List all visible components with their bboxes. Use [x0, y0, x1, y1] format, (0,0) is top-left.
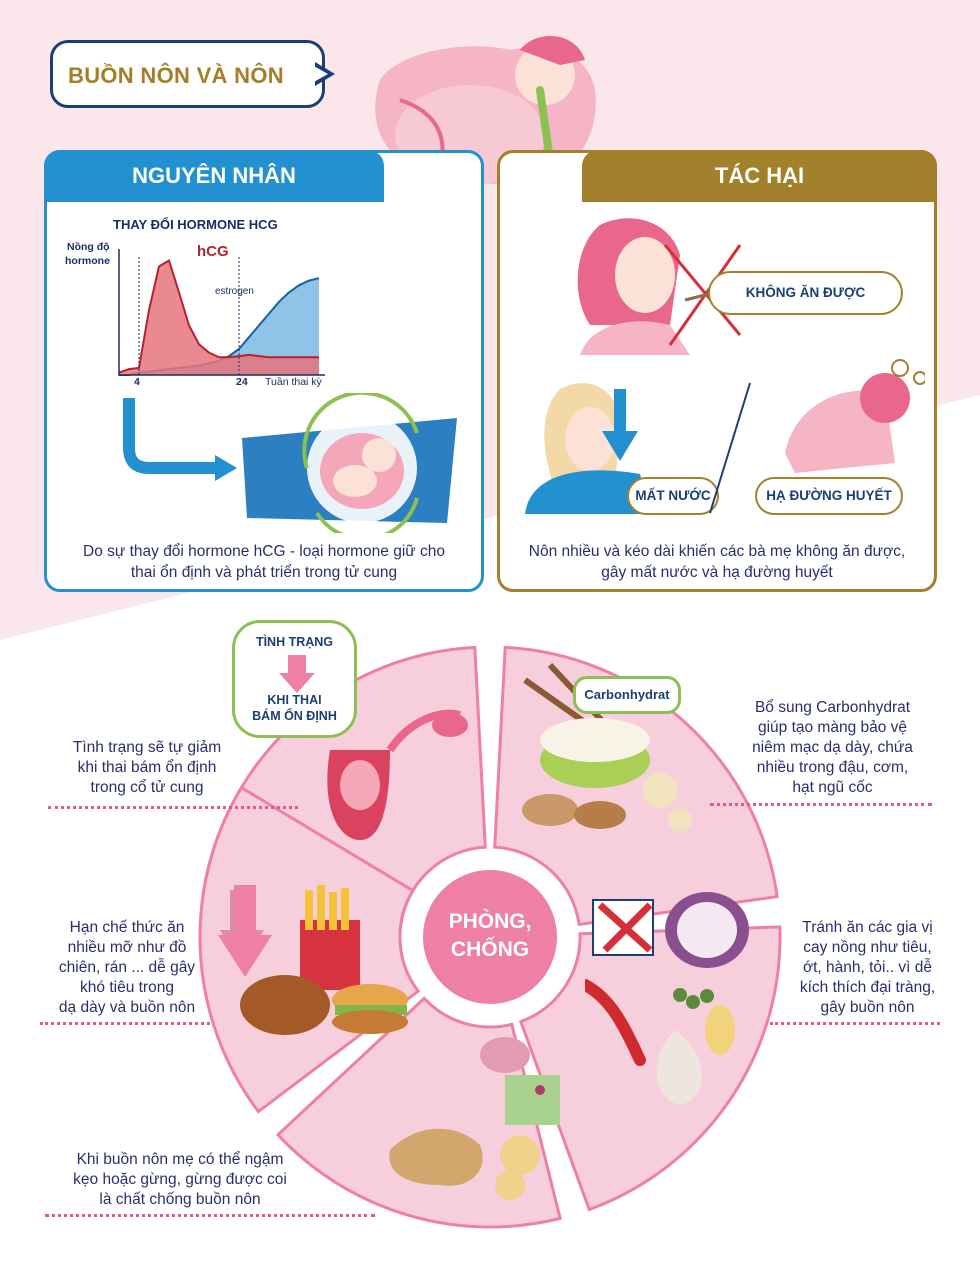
status-bottom-line2: BÁM ỔN ĐỊNH — [252, 709, 337, 723]
tip4-line3: ớt, hành, tỏi.. vì dễ — [802, 959, 933, 976]
tip2-line5: hạt ngũ cốc — [792, 779, 873, 796]
center-line2: CHỐNG — [450, 938, 530, 961]
tip1-dotted-line — [48, 806, 298, 809]
carbohydrate-label: Carbonhydrat — [573, 676, 681, 714]
tip5-line2: kẹo hoặc gừng, gừng được coi — [73, 1171, 287, 1188]
tip3-dotted-line — [40, 1022, 210, 1025]
uterus-illustration — [327, 709, 468, 840]
segment-spices — [518, 925, 782, 1212]
y-axis-label-line2: hormone — [65, 255, 110, 267]
y-axis-label-line1: Nồng độ — [67, 241, 110, 253]
tip4-line1: Tránh ăn các gia vị — [802, 919, 933, 936]
down-arrow-icon — [279, 655, 315, 693]
dizzy-woman-illustration — [785, 359, 925, 473]
status-bottom-line1: KHI THAI — [267, 693, 322, 707]
tip1-line2: khi thai bám ổn định — [77, 759, 217, 776]
tip4-line2: cay nồng như tiêu, — [803, 939, 932, 956]
tip5-line1: Khi buồn nôn mẹ có thể ngậm — [76, 1151, 284, 1168]
tip1-line1: Tình trạng sẽ tự giảm — [72, 739, 222, 756]
status-bubble: TÌNH TRẠNG KHI THAI BÁM ỔN ĐỊNH — [232, 620, 357, 738]
center-line1: PHÒNG, — [448, 910, 532, 933]
x-axis-label: Tuần thai kỳ — [265, 376, 322, 388]
dehydration-label: MẤT NƯỚC — [627, 477, 719, 515]
divider-slash — [709, 382, 751, 514]
harm-heading: TÁC HẠI — [582, 150, 937, 202]
tip4-line4: kích thích đại tràng, — [799, 979, 936, 996]
title-bubble: BUỒN NÔN VÀ NÔN — [50, 40, 325, 108]
down-arrow-icon-large — [218, 885, 272, 977]
fetus-in-womb-illustration — [123, 393, 457, 533]
series-area-hCG — [119, 260, 319, 375]
legend-estrogen: estrogen — [215, 286, 254, 297]
dehydrated-woman-illustration — [525, 383, 650, 514]
cause-heading: NGUYÊN NHÂN — [44, 150, 384, 202]
spices-illustration — [585, 892, 749, 1105]
cause-caption: Do sự thay đổi hormone hCG - loại hormon… — [57, 541, 471, 583]
segment-carbohydrate — [493, 645, 779, 927]
tip3-line1: Hạn chế thức ăn — [69, 919, 185, 936]
low-blood-sugar-label: HẠ ĐƯỜNG HUYẾT — [755, 477, 903, 515]
tip-carbohydrate: Bổ sung Carbonhydrat giúp tạo màng bảo v… — [730, 698, 935, 798]
tip3-line5: dạ dày và buồn nôn — [58, 999, 196, 1016]
cause-caption-line1: Do sự thay đổi hormone hCG - loại hormon… — [83, 543, 445, 560]
tip-stable-pregnancy: Tình trạng sẽ tự giảm khi thai bám ổn đị… — [52, 738, 242, 798]
tip2-line4: nhiều trong đậu, cơm, — [756, 759, 909, 776]
tip2-dotted-line — [710, 803, 932, 806]
legend-hcg: hCG — [197, 243, 229, 260]
cannot-eat-label: KHÔNG ĂN ĐƯỢC — [708, 271, 903, 315]
title-bubble-tail-inner — [312, 65, 328, 83]
chart-title: THAY ĐỔI HORMONE HCG — [113, 217, 278, 232]
cause-caption-line2: thai ổn định và phát triển trong tử cung — [130, 564, 398, 581]
harm-panel: TÁC HẠI KHÔNG ĂN ĐƯỢC MẤT NƯỚC HẠ ĐƯỜNG … — [497, 150, 937, 592]
candy-ginger-illustration — [389, 1037, 560, 1200]
chart-axes — [118, 249, 325, 376]
tip4-line5: gây buồn nôn — [820, 999, 915, 1016]
tip3-line2: nhiều mỡ như đồ — [67, 939, 187, 956]
center-circle: PHÒNG, CHỐNG — [415, 862, 565, 1012]
center-label: PHÒNG, CHỐNG — [423, 908, 557, 964]
status-top: TÌNH TRẠNG — [255, 635, 334, 649]
page-title: BUỒN NÔN VÀ NÔN — [68, 63, 284, 88]
x-tick-24: 24 — [236, 376, 248, 388]
hormone-chart — [118, 249, 325, 376]
tip-fried-food: Hạn chế thức ăn nhiều mỡ như đồ chiên, r… — [38, 918, 216, 1018]
series-area-estrogen — [119, 278, 319, 375]
tip-candy-ginger: Khi buồn nôn mẹ có thể ngậm kẹo hoặc gừn… — [40, 1150, 320, 1210]
harm-caption-line1: Nôn nhiều và kéo dài khiến các bà mẹ khô… — [528, 543, 906, 560]
tip5-line3: là chất chống buồn nôn — [99, 1191, 261, 1208]
rice-nuts-illustration — [522, 662, 692, 832]
tip3-line4: khó tiêu trong — [80, 979, 174, 996]
harm-caption: Nôn nhiều và kéo dài khiến các bà mẹ khô… — [510, 541, 924, 583]
x-tick-4: 4 — [134, 376, 140, 388]
tip2-line1: Bổ sung Carbonhydrat — [754, 699, 911, 716]
tip3-line3: chiên, rán ... dễ gây — [58, 959, 196, 976]
series-line-hCG — [118, 258, 319, 374]
tip5-dotted-line — [45, 1214, 375, 1217]
woman-refusing-food-illustration — [577, 218, 746, 355]
tip1-line3: trong cổ tử cung — [90, 779, 204, 796]
tip4-dotted-line — [770, 1022, 940, 1025]
tip2-line3: niêm mạc dạ dày, chứa — [752, 739, 913, 756]
harm-caption-line2: gây mất nước và hạ đường huyết — [601, 564, 833, 581]
tip2-line2: giúp tạo màng bảo vệ — [757, 719, 908, 736]
tip-spices: Tránh ăn các gia vị cay nồng như tiêu, ớ… — [780, 918, 955, 1018]
cause-panel: NGUYÊN NHÂN THAY ĐỔI HORMONE HCG Nồng độ… — [44, 150, 484, 592]
